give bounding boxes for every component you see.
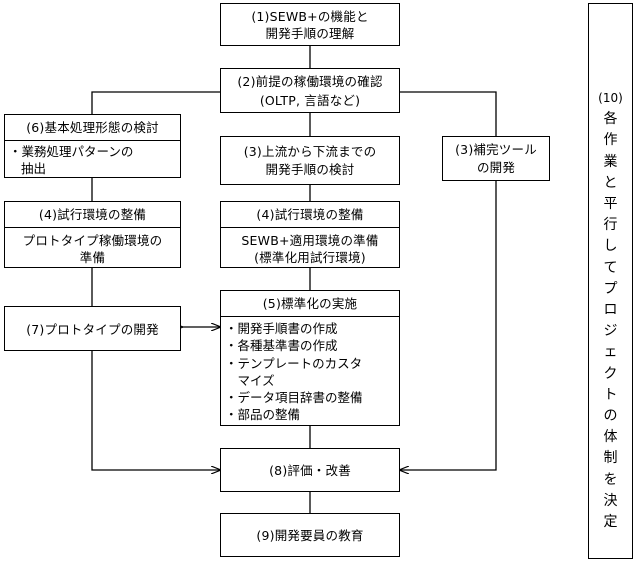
step-4-sewb-env-title: (4)試行環境の整備 <box>256 207 364 222</box>
step-1-box: (1)SEWB+の機能と 開発手順の理解 <box>220 3 400 46</box>
step-4-sewb-env-box: (4)試行環境の整備 SEWB+適用環境の準備 (標準化用試行環境) <box>220 201 400 268</box>
step-10-char: (10) <box>598 91 623 105</box>
step-5-title: (5)標準化の実施 <box>262 296 358 311</box>
step-2-line1: (2)前提の稼働環境の確認 <box>237 74 383 89</box>
step-5-item: ・各種基準書の作成 <box>225 338 338 354</box>
step-7-label: (7)プロトタイプの開発 <box>26 322 159 337</box>
step-10-char: ェ <box>603 344 618 361</box>
step-10-char: 体 <box>603 429 618 446</box>
step-4-prototype-env-header: (4)試行環境の整備 <box>5 202 180 228</box>
step-10-char: を <box>603 471 618 488</box>
step-10-char: 制 <box>603 450 618 467</box>
step-1-line1: (1)SEWB+の機能と <box>251 9 369 24</box>
step-6-item: 抽出 <box>21 161 47 177</box>
step-8-label: (8)評価・改善 <box>269 463 351 478</box>
step-10-vertical-text: (10) 各 作 業 と 平 行 し て プ ロ ジ ェ ク ト の 体 制 を… <box>589 88 632 533</box>
connector-7-8 <box>91 351 220 470</box>
connector-2-6 <box>91 91 220 114</box>
step-10-char: ロ <box>603 302 618 319</box>
step-10-char: ト <box>603 386 618 403</box>
step-3-tools-line1: (3)補完ツール <box>455 142 537 157</box>
step-3-dev-process-line2: 開発手順の検討 <box>265 162 355 177</box>
step-10-char: と <box>603 174 618 191</box>
connector-2-3b <box>400 91 497 136</box>
step-6-list: ・業務処理パターンの 抽出 <box>9 143 133 178</box>
step-6-item: ・業務処理パターンの <box>9 144 134 159</box>
step-10-char: 行 <box>603 217 618 234</box>
step-2-box: (2)前提の稼働環境の確認 (OLTP, 言語など) <box>220 68 400 113</box>
step-10-char: プ <box>603 280 618 297</box>
connector-3b-8 <box>400 181 497 470</box>
step-10-char: 決 <box>603 492 618 509</box>
step-1-line2: 開発手順の理解 <box>265 26 355 41</box>
step-3-tools-box: (3)補完ツール の開発 <box>442 136 550 181</box>
step-6-title: (6)基本処理形態の検討 <box>26 120 159 135</box>
step-9-box: (9)開発要員の教育 <box>220 513 400 557</box>
step-10-char: て <box>603 259 618 276</box>
step-5-box: (5)標準化の実施 ・開発手順書の作成 ・各種基準書の作成 ・テンプレートのカス… <box>220 290 400 426</box>
step-5-item: ・テンプレートのカスタ <box>225 355 363 371</box>
step-7-box: (7)プロトタイプの開発 <box>4 306 181 351</box>
step-3-tools-line2: の開発 <box>476 160 516 175</box>
step-5-item: ・部品の整備 <box>225 407 301 423</box>
step-4-sewb-env-header: (4)試行環境の整備 <box>221 202 399 228</box>
step-3-dev-process-box: (3)上流から下流までの 開発手順の検討 <box>220 136 400 185</box>
step-4-sewb-env-line2: (標準化用試行環境) <box>254 250 366 265</box>
step-10-char: の <box>603 408 618 425</box>
step-10-box: (10) 各 作 業 と 平 行 し て プ ロ ジ ェ ク ト の 体 制 を… <box>588 3 633 559</box>
step-10-char: 作 <box>603 132 618 149</box>
step-5-item: ・データ項目辞書の整備 <box>225 390 363 406</box>
step-10-char: 各 <box>603 111 618 128</box>
step-2-line2: (OLTP, 言語など) <box>259 93 361 108</box>
step-10-char: ジ <box>603 323 618 340</box>
step-10-char: 業 <box>603 153 618 170</box>
step-10-char: 平 <box>603 196 618 213</box>
step-5-header: (5)標準化の実施 <box>221 291 399 317</box>
step-9-label: (9)開発要員の教育 <box>256 528 364 543</box>
step-10-char: 定 <box>603 514 618 531</box>
step-5-item: マイズ <box>225 372 275 388</box>
step-8-box: (8)評価・改善 <box>220 448 400 492</box>
step-10-char: し <box>603 238 618 255</box>
step-5-list: ・開発手順書の作成 ・各種基準書の作成 ・テンプレートのカスタ マイズ ・データ… <box>225 320 363 424</box>
step-4-prototype-env-line1: プロトタイプ稼働環境の <box>22 233 163 248</box>
step-5-item: ・開発手順書の作成 <box>225 321 338 336</box>
step-4-prototype-env-line2: 準備 <box>79 250 106 265</box>
step-3-dev-process-line1: (3)上流から下流までの <box>243 144 377 159</box>
step-6-box: (6)基本処理形態の検討 ・業務処理パターンの 抽出 <box>4 114 181 178</box>
step-10-char: ク <box>603 365 618 382</box>
step-4-prototype-env-box: (4)試行環境の整備 プロトタイプ稼働環境の 準備 <box>4 201 181 268</box>
step-4-prototype-env-title: (4)試行環境の整備 <box>38 207 147 222</box>
step-6-header: (6)基本処理形態の検討 <box>5 115 180 141</box>
step-4-sewb-env-line1: SEWB+適用環境の準備 <box>241 233 379 248</box>
